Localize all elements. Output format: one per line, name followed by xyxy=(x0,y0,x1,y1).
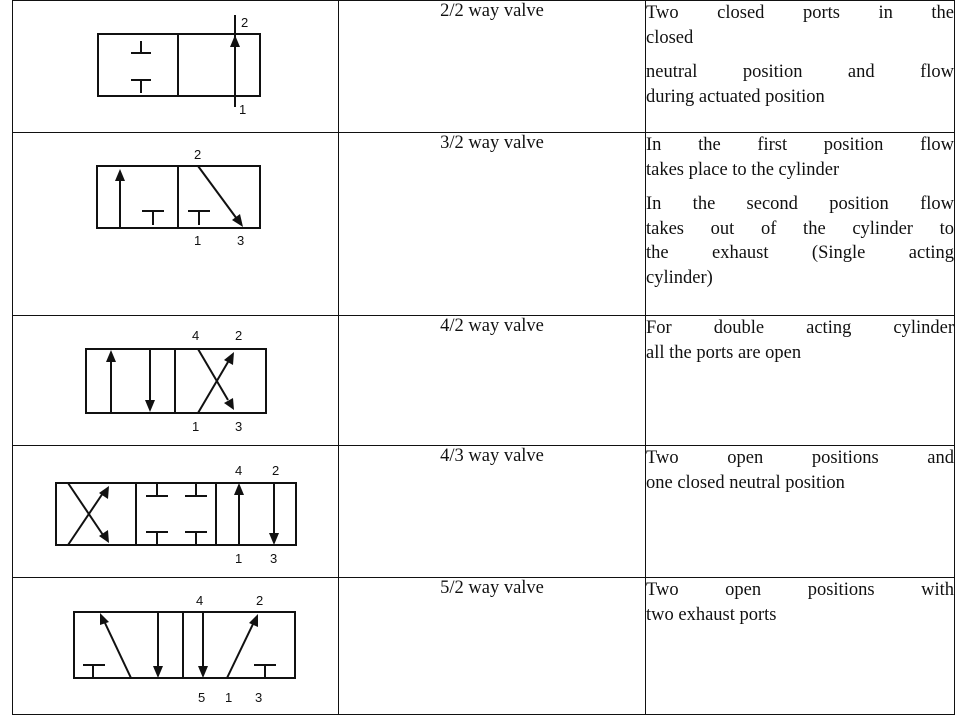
description-line: Two closed ports in the xyxy=(646,3,954,23)
valve-symbol-cell: 4 2 1 3 xyxy=(12,445,339,578)
table-row: 2 1 3 3/2 way valve In the first positio… xyxy=(12,132,955,316)
port-label: 1 xyxy=(239,102,246,117)
description-line: all the ports are open xyxy=(646,342,802,363)
port-label: 4 xyxy=(235,463,242,478)
port-label: 1 xyxy=(192,419,199,434)
port-label: 2 xyxy=(241,15,248,30)
description-line: neutral position and flow xyxy=(646,62,954,82)
description-line: In the first position flow xyxy=(646,135,954,155)
port-label: 3 xyxy=(237,233,244,248)
valve-symbol-3-2: 2 1 3 xyxy=(96,147,261,248)
valve-symbol-5-2: 4 2 5 1 3 xyxy=(73,593,296,705)
valve-symbol-4-3: 4 2 1 3 xyxy=(55,463,297,566)
valve-symbol-cell: 2 1 xyxy=(12,0,339,133)
port-label: 2 xyxy=(272,463,279,478)
port-label: 3 xyxy=(270,551,277,566)
valve-symbol-cell: 2 1 3 xyxy=(12,132,339,316)
valve-description: Two closed ports in the closed neutral p… xyxy=(645,0,955,133)
table-row: 2 1 2/2 way valve Two closed ports in th… xyxy=(12,0,955,133)
port-label: 3 xyxy=(255,690,262,705)
port-label: 3 xyxy=(235,419,242,434)
description-line: cylinder) xyxy=(646,267,713,288)
description-line: during actuated position xyxy=(646,86,825,107)
valve-name: 5/2 way valve xyxy=(338,577,646,715)
description-line: one closed neutral position xyxy=(646,472,845,493)
valve-description: Two open positions with two exhaust port… xyxy=(645,577,955,715)
description-line: In the second position flow xyxy=(646,194,954,214)
table-row: 4 2 1 3 4/2 way valve For double acting … xyxy=(12,315,955,446)
description-line: two exhaust ports xyxy=(646,604,777,625)
valve-symbol-2-2: 2 1 xyxy=(97,15,261,117)
table-row: 4 2 1 3 4/3 way valve Two open positions… xyxy=(12,445,955,578)
valve-name: 4/2 way valve xyxy=(338,315,646,446)
valve-name: 2/2 way valve xyxy=(338,0,646,133)
table-row: 4 2 5 1 3 5/2 way valve Two open positio… xyxy=(12,577,955,715)
port-label: 2 xyxy=(256,593,263,608)
valve-description: For double acting cylinder all the ports… xyxy=(645,315,955,446)
port-label: 5 xyxy=(198,690,205,705)
description-line: Two open positions with xyxy=(646,580,954,600)
description-line: the exhaust (Single acting xyxy=(646,243,954,263)
port-label: 1 xyxy=(235,551,242,566)
description-line: closed xyxy=(646,27,694,48)
description-line: takes out of the cylinder to xyxy=(646,218,954,239)
description-line: Two open positions and xyxy=(646,448,954,468)
description-line: takes place to the cylinder xyxy=(646,159,840,180)
port-label: 1 xyxy=(225,690,232,705)
port-label: 4 xyxy=(196,593,203,608)
port-label: 2 xyxy=(194,147,201,162)
port-label: 1 xyxy=(194,233,201,248)
valve-description: Two open positions and one closed neutra… xyxy=(645,445,955,578)
port-label: 4 xyxy=(192,328,199,343)
port-label: 2 xyxy=(235,328,242,343)
valve-name: 3/2 way valve xyxy=(338,132,646,316)
valve-name: 4/3 way valve xyxy=(338,445,646,578)
valve-description: In the first position flow takes place t… xyxy=(645,132,955,316)
description-line: For double acting cylinder xyxy=(646,318,954,338)
valve-symbol-cell: 4 2 1 3 xyxy=(12,315,339,446)
valve-table: 2 1 2/2 way valve Two closed ports in th… xyxy=(12,0,955,715)
valve-symbol-cell: 4 2 5 1 3 xyxy=(12,577,339,715)
valve-symbol-4-2: 4 2 1 3 xyxy=(85,328,267,434)
